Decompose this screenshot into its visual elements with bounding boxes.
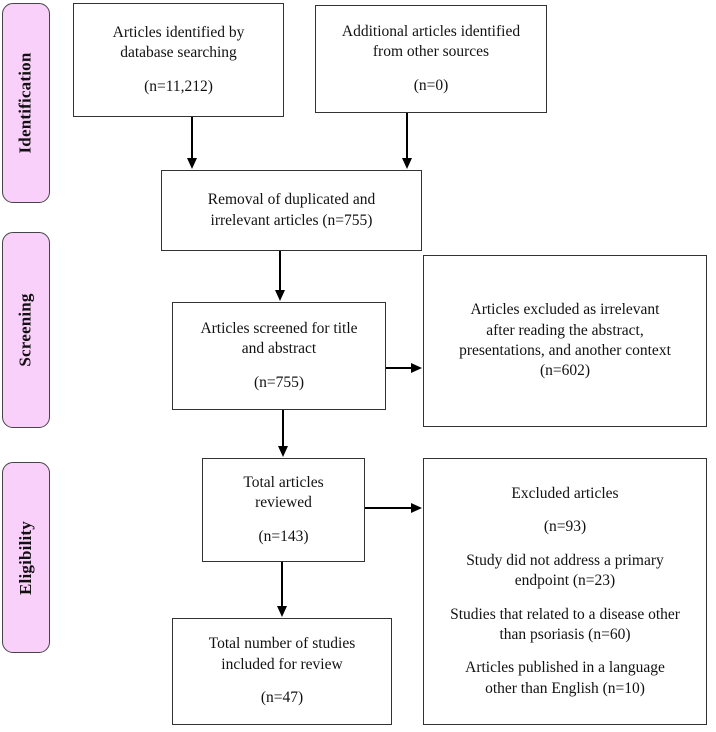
box-included: Total number of studies included for rev…	[172, 618, 392, 725]
box-removal: Removal of duplicated and irrelevant art…	[161, 170, 422, 251]
box-included-count: (n=47)	[260, 689, 304, 707]
box-additional: Additional articles identified from othe…	[315, 5, 547, 113]
box-identified: Articles identified by database searchin…	[73, 3, 284, 117]
box-screened-count: (n=755)	[253, 373, 305, 391]
box-removal-text: Removal of duplicated and irrelevant art…	[207, 191, 376, 229]
arrow-identified-to-removal	[191, 117, 193, 159]
box-additional-text: Additional articles identified from othe…	[341, 22, 521, 61]
box-reviewed: Total articles reviewed (n=143)	[202, 458, 365, 562]
box-excluded-screening: Articles excluded as irrelevant after re…	[423, 255, 707, 427]
stage-screening: Screening	[2, 232, 50, 428]
arrow-reviewed-to-excluded	[365, 507, 412, 509]
arrow-removal-to-screened	[279, 251, 281, 291]
stage-identification-label: Identification	[16, 52, 35, 154]
exclusion-reason: Studies that related to a disease other …	[450, 605, 680, 643]
exclusion-reason: Articles published in a language other t…	[465, 659, 665, 697]
box-excluded-screening-text: Articles excluded as irrelevant after re…	[459, 301, 671, 380]
stage-identification: Identification	[2, 3, 50, 203]
box-identified-count: (n=11,212)	[144, 77, 213, 95]
box-excluded-eligibility-count: (n=93)	[543, 518, 587, 536]
arrow-reviewed-to-included	[281, 562, 283, 607]
box-identified-text: Articles identified by database searchin…	[112, 23, 245, 62]
stage-eligibility: Eligibility	[2, 462, 50, 653]
exclusion-reason: Study did not address a primary endpoint…	[466, 551, 664, 590]
stage-screening-label: Screening	[16, 293, 36, 367]
arrow-screened-to-excluded	[386, 367, 412, 369]
box-screened-text: Articles screened for title and abstract	[200, 319, 358, 358]
arrow-screened-to-reviewed	[282, 410, 284, 447]
box-excluded-eligibility: Excluded articles (n=93) Study did not a…	[423, 458, 707, 725]
box-additional-count: (n=0)	[413, 76, 449, 94]
box-reviewed-count: (n=143)	[258, 527, 309, 545]
box-screened: Articles screened for title and abstract…	[172, 302, 386, 410]
arrow-additional-to-removal	[406, 113, 408, 159]
box-reviewed-text: Total articles reviewed	[243, 473, 324, 512]
box-excluded-eligibility-title: Excluded articles	[511, 484, 619, 502]
box-included-text: Total number of studies included for rev…	[208, 635, 356, 673]
stage-eligibility-label: Eligibility	[16, 520, 35, 595]
